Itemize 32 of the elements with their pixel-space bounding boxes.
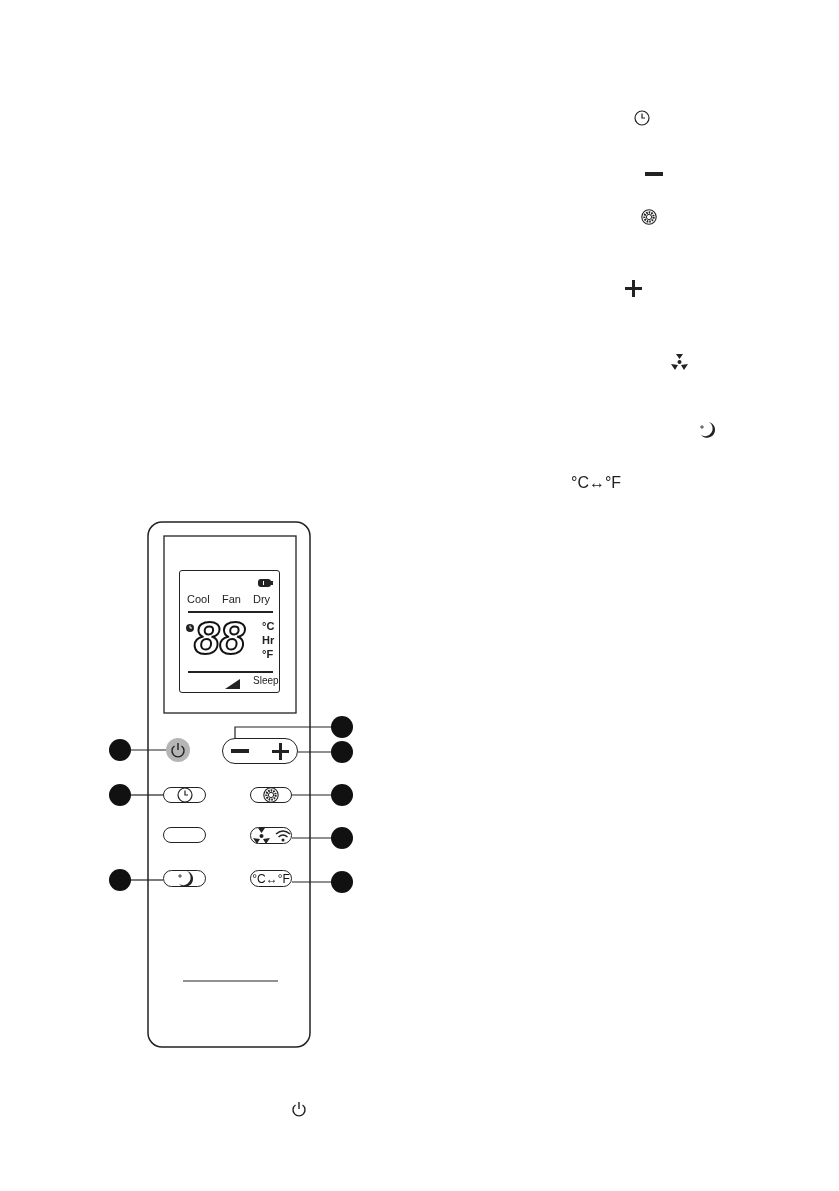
lcd-mode-label: Dry xyxy=(253,594,271,605)
timer-button xyxy=(163,787,206,803)
lcd-digits: 88 xyxy=(194,615,246,661)
lcd-mode-label: Sleep xyxy=(253,676,279,686)
leader-line xyxy=(130,794,164,796)
callout-marker xyxy=(331,827,353,849)
leader-line xyxy=(291,837,332,839)
temperature-unit-button: °C↔°F xyxy=(250,870,292,887)
lcd-unit-label: °C xyxy=(262,621,275,632)
lcd-unit-label: °F xyxy=(262,649,274,660)
leader-line xyxy=(130,749,167,751)
lcd-display xyxy=(179,570,280,693)
lcd-mode-label: Fan xyxy=(222,594,241,605)
minus-plus-button xyxy=(222,738,298,764)
fan-speed-button xyxy=(250,827,292,844)
leader-line xyxy=(234,726,332,739)
leader-line xyxy=(291,794,332,796)
callout-marker xyxy=(331,784,353,806)
lcd-mode-label: Cool xyxy=(187,594,210,605)
callout-marker xyxy=(331,716,353,738)
callout-marker xyxy=(109,784,131,806)
unit-switch-label: °C↔°F xyxy=(571,474,622,492)
leader-line xyxy=(291,881,332,883)
callout-marker xyxy=(331,741,353,763)
blank-button xyxy=(163,827,206,843)
settings-button xyxy=(250,787,292,803)
leader-line xyxy=(130,879,164,881)
leader-line xyxy=(297,751,332,753)
callout-marker xyxy=(109,739,131,761)
callout-marker xyxy=(331,871,353,893)
callout-marker xyxy=(109,869,131,891)
lcd-unit-label: Hr xyxy=(262,635,275,646)
